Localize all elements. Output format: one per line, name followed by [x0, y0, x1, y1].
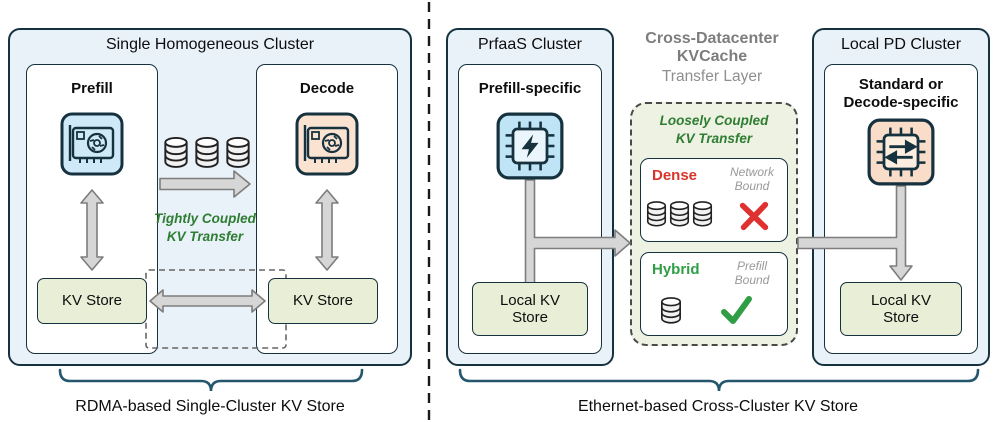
prefill-title: Prefill	[71, 80, 113, 97]
left-brace-label: RDMA-based Single-Cluster KV Store	[75, 398, 345, 415]
loosely-coupled-label: Loosely Coupled KV Transfer	[659, 113, 769, 146]
cross-icon	[737, 199, 771, 233]
chip-arrows-icon	[867, 118, 935, 186]
dense-database-icons	[646, 200, 713, 227]
gpu-card-icon-prefill	[60, 112, 124, 176]
decode-title: Decode	[299, 80, 355, 97]
chip-bolt-icon	[496, 112, 564, 180]
pd-local-kv-store: Local KV Store	[840, 282, 962, 336]
database-stack-icon	[195, 136, 219, 168]
database-stack-icon	[164, 136, 188, 168]
standard-or-decode-specific-label: Standard or Decode-specific	[843, 76, 959, 111]
prefill-specific-label: Prefill-specific	[478, 80, 582, 97]
dense-label: Dense	[652, 167, 698, 184]
hybrid-option-box	[640, 252, 788, 336]
transfer-layer-title-light: Transfer Layer	[661, 68, 763, 85]
prfaas-cluster-title: PrfaaS Cluster	[477, 36, 583, 53]
kv-cache-stack-icons	[162, 136, 252, 168]
network-bound-note: Network Bound	[729, 165, 774, 194]
decode-kv-store: KV Store	[268, 278, 378, 324]
database-stack-icon	[226, 136, 250, 168]
left-brace	[58, 368, 364, 392]
transfer-layer-title-bold: Cross-Datacenter KVCache	[645, 30, 779, 66]
database-stack-icon	[669, 201, 690, 227]
local-pd-cluster-title: Local PD Cluster	[840, 36, 962, 53]
check-icon	[718, 292, 754, 328]
right-brace-label: Ethernet-based Cross-Cluster KV Store	[577, 398, 859, 415]
right-brace	[458, 368, 980, 392]
hybrid-database-icon	[660, 296, 682, 324]
database-stack-icon	[646, 201, 667, 227]
tightly-coupled-label: Tightly Coupled KV Transfer	[154, 211, 256, 244]
database-stack-icon	[692, 201, 713, 227]
gpu-card-icon-decode	[295, 112, 359, 176]
swap-arrows-glyph	[884, 139, 918, 165]
hybrid-label: Hybrid	[652, 261, 700, 278]
prefill-kv-store: KV Store	[37, 278, 147, 324]
prefill-bound-note: Prefill Bound	[734, 259, 770, 288]
lightning-bolt-glyph	[521, 134, 539, 158]
single-cluster-title: Single Homogeneous Cluster	[105, 36, 315, 53]
prfaas-local-kv-store: Local KV Store	[472, 282, 588, 336]
